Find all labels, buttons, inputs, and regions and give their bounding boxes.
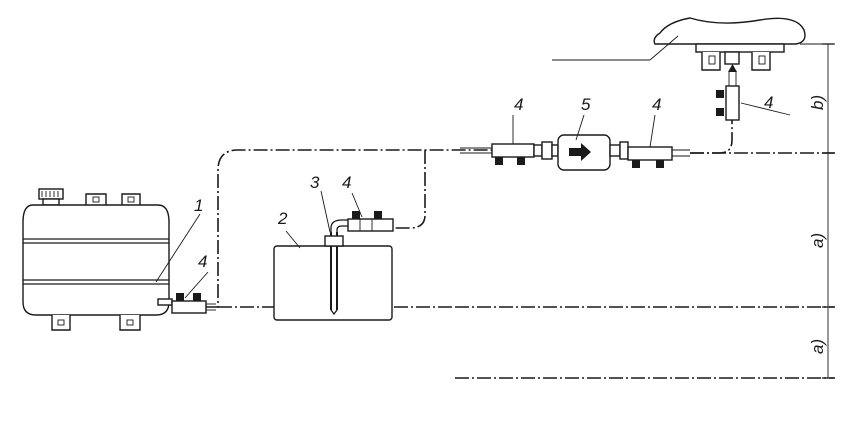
fuel-filter — [541, 134, 629, 171]
callout-5: 5 — [581, 95, 591, 114]
dropper-feed-line — [690, 120, 733, 154]
heater-branch-line — [393, 150, 426, 229]
expansion-tank — [22, 188, 173, 331]
callout-4-heater: 4 — [342, 173, 351, 192]
callout-4-filter-right: 4 — [652, 95, 661, 114]
dimension-label-b: b) — [808, 95, 827, 110]
hose-clamp-tank — [171, 293, 216, 314]
hose-clamp-heater — [347, 211, 394, 232]
seat-dropper-unit — [552, 17, 806, 71]
callout-4-filter-left: 4 — [514, 95, 523, 114]
hose-clamp-filter-left — [460, 143, 543, 165]
tank-cap — [38, 188, 64, 200]
callout-4-dropper: 4 — [764, 93, 773, 112]
callout-2: 2 — [277, 209, 288, 228]
callout-3: 3 — [310, 173, 320, 192]
fuel-tank-2 — [273, 219, 393, 321]
callout-4-tank: 4 — [198, 252, 207, 271]
hose-clamp-filter-right — [627, 146, 690, 168]
dimension-label-a-upper: a) — [808, 233, 827, 248]
dimension-label-a-lower: a) — [808, 339, 827, 354]
callout-1: 1 — [194, 196, 203, 215]
reference-lines — [455, 43, 835, 379]
main-feed-line — [205, 149, 492, 308]
leader-lines — [155, 102, 791, 299]
flow-direction-arrow — [569, 143, 591, 161]
hose-clamp-dropper — [716, 64, 740, 121]
